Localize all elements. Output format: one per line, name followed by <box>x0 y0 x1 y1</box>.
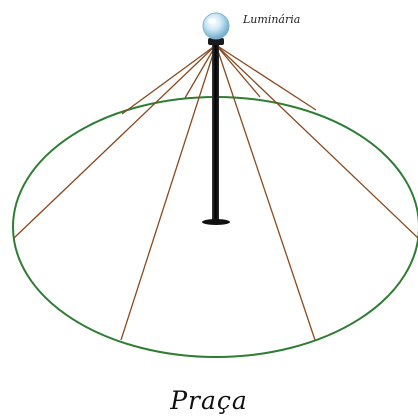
lamp-pole <box>212 44 219 222</box>
lamp-globe-icon <box>202 12 230 45</box>
light-rays <box>13 44 418 341</box>
light-ray <box>215 44 418 239</box>
pole-base <box>202 219 230 225</box>
light-ray <box>215 44 317 111</box>
light-ray <box>13 44 217 239</box>
light-ray <box>215 44 261 98</box>
light-ray <box>121 44 217 115</box>
light-ray <box>184 44 217 99</box>
light-ray <box>120 44 217 341</box>
lamp-label: Luminária <box>243 13 301 26</box>
square-label: Praça <box>170 386 248 415</box>
light-ray <box>215 44 316 341</box>
